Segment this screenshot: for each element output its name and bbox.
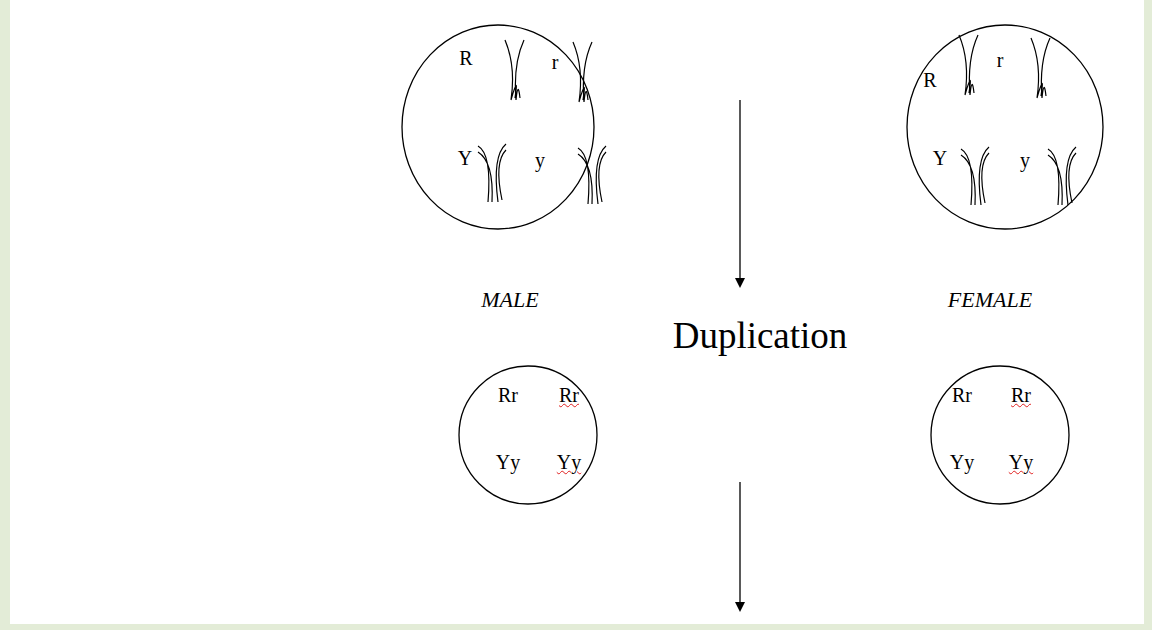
flow-arrow <box>739 482 740 604</box>
process-label: Duplication <box>673 314 848 357</box>
allele-label: r <box>997 49 1004 71</box>
allele-label: R <box>923 69 936 91</box>
sex-heading: MALE <box>481 288 538 312</box>
chromosome-symbol <box>961 147 989 205</box>
arrow-head <box>735 278 745 288</box>
allele-label: Y <box>458 147 472 169</box>
circle-outline <box>930 365 1070 505</box>
cell-circle: Rr RrYy Yy <box>458 365 598 505</box>
cell-circle: Rr RrYy Yy <box>930 365 1070 505</box>
chromosome-symbol <box>1031 38 1050 98</box>
allele-label: Rr <box>498 384 518 406</box>
allele-label: R <box>459 47 472 69</box>
flow-arrow <box>739 100 740 280</box>
allele-label: y <box>535 149 545 171</box>
allele-label: Yy <box>1009 451 1033 473</box>
chromosome-symbol <box>505 40 524 100</box>
allele-label: Yy <box>950 451 974 473</box>
allele-label: Y <box>933 147 947 169</box>
allele-label: y <box>1020 149 1030 171</box>
allele-label: Rr <box>559 384 579 406</box>
circle-outline <box>906 24 1104 230</box>
allele-label: Rr <box>1011 384 1031 406</box>
chromosome-symbol <box>478 144 506 202</box>
allele-label: Yy <box>557 451 581 473</box>
cell-circle: RrYyMALE <box>401 24 595 230</box>
sex-heading: FEMALE <box>948 288 1032 312</box>
allele-label: r <box>552 51 559 73</box>
page-panel <box>10 0 1144 624</box>
cell-circle: RrYyFEMALE <box>906 24 1104 230</box>
chromosome-symbol <box>1048 147 1076 205</box>
chromosome-symbol <box>959 35 978 95</box>
allele-label: Rr <box>952 384 972 406</box>
circle-outline <box>401 24 595 230</box>
arrow-head <box>735 602 745 612</box>
allele-label: Yy <box>496 451 520 473</box>
